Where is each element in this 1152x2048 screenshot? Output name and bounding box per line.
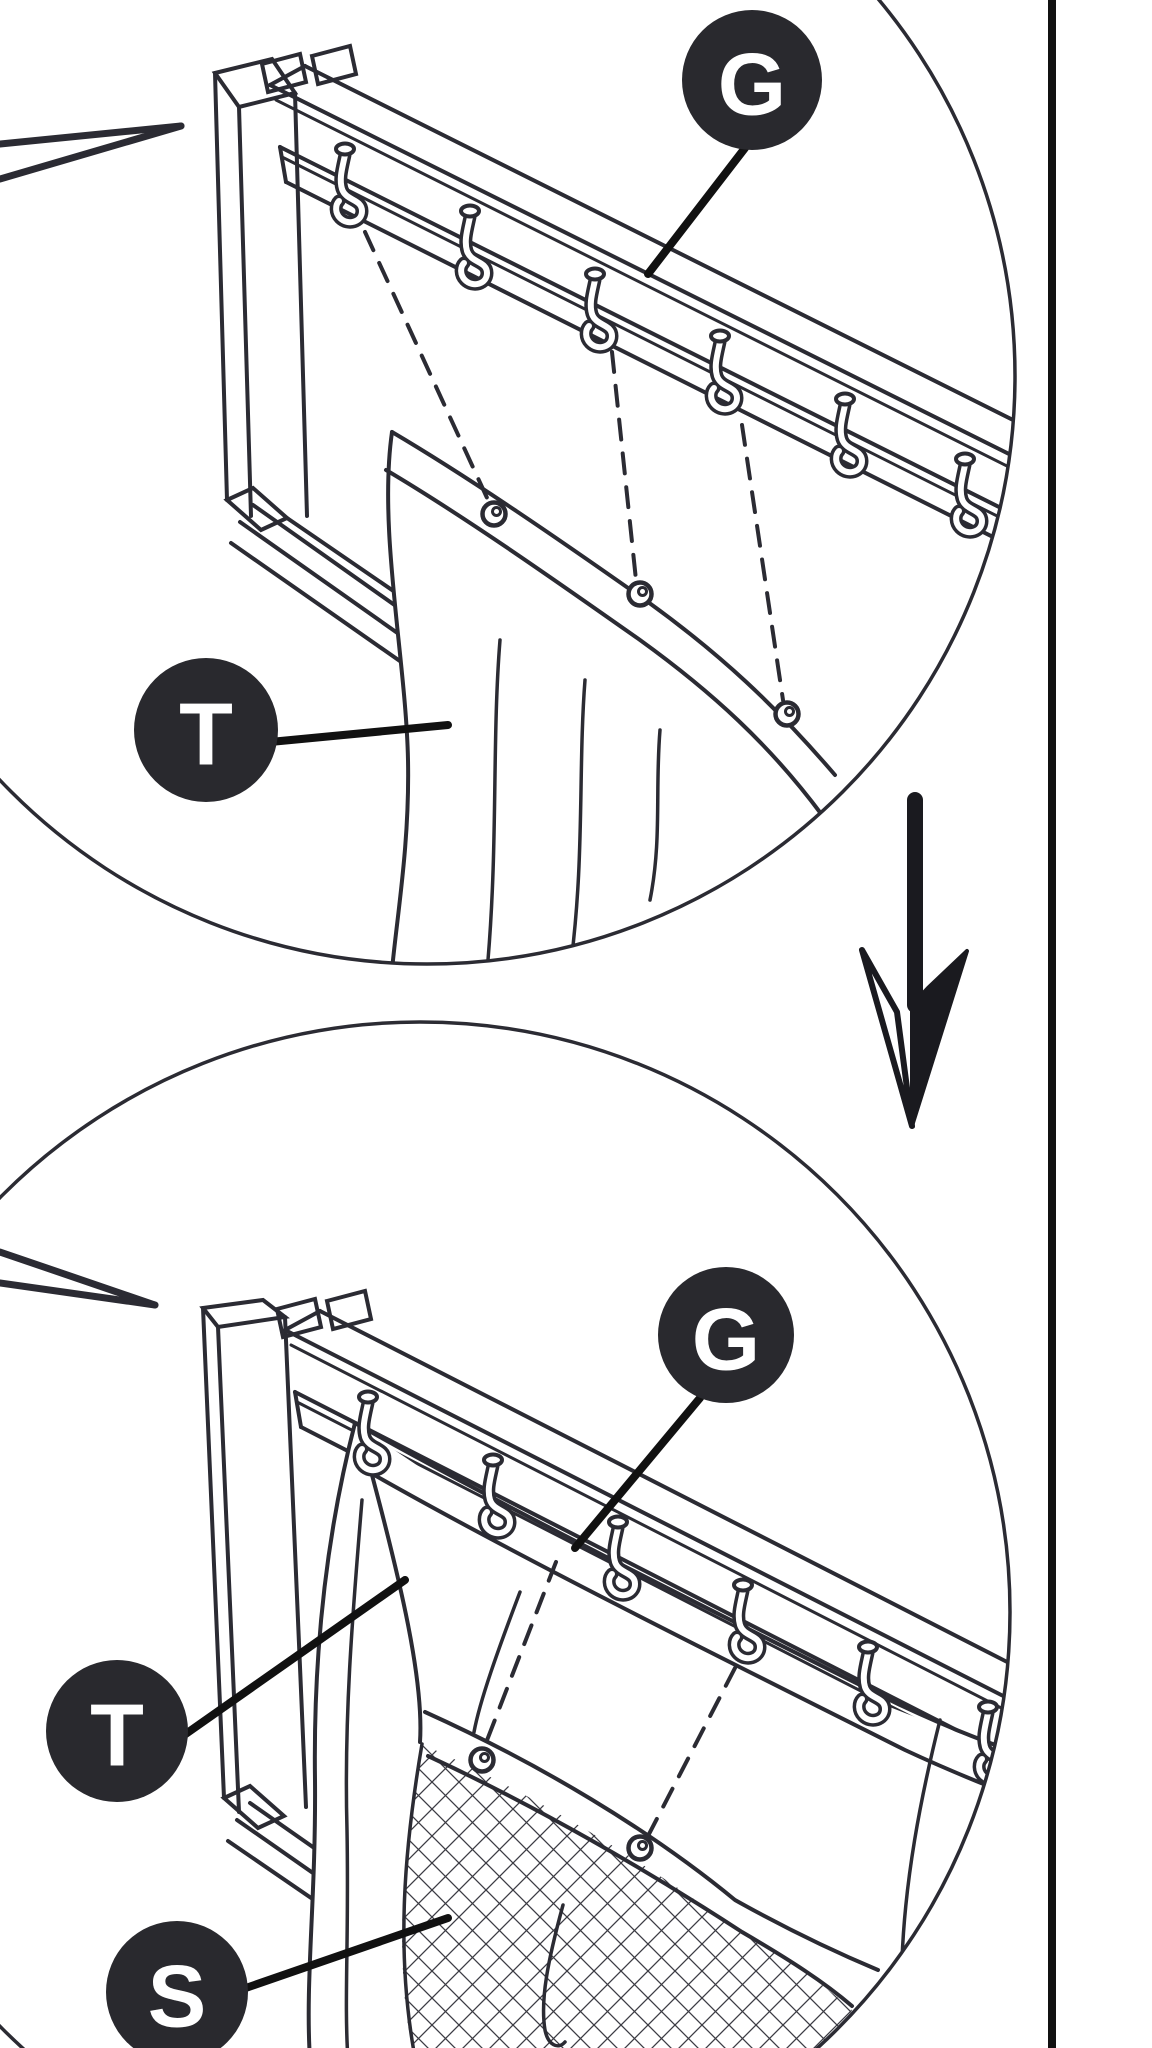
sheer-panel — [402, 1742, 852, 2048]
rail-clip — [309, 43, 359, 87]
curtain-fabric-top — [384, 430, 840, 964]
callout-pointer-top — [0, 122, 185, 183]
label-T-top: T — [134, 658, 452, 802]
rail-clip — [274, 1296, 324, 1340]
eyelet-icon — [629, 583, 652, 606]
callout-circle-top — [0, 0, 1017, 966]
label-S-bottom: S — [106, 1914, 452, 2048]
eyelet-icon — [776, 703, 799, 726]
label-T-bottom-text: T — [90, 1686, 144, 1785]
label-T-top-text: T — [179, 685, 233, 784]
label-G-bottom-text: G — [692, 1290, 760, 1389]
eyelet-icon — [483, 503, 506, 526]
eyelet-icon — [629, 1837, 652, 1860]
callout-circle-bottom — [0, 1020, 1012, 2048]
rail-clip — [324, 1288, 374, 1332]
label-G-top: G — [644, 10, 822, 278]
page-border-line — [1048, 0, 1056, 2048]
alignment-dashes-bottom — [482, 1560, 737, 1838]
label-G-bottom: G — [571, 1267, 794, 1552]
label-T-bottom: T — [46, 1576, 409, 1802]
detail-callout-top: G T — [0, 0, 1017, 966]
eyelet-band-bottom — [423, 1710, 880, 2008]
curtain-rail-top — [259, 43, 1015, 550]
label-S-bottom-text: S — [148, 1947, 207, 2046]
rail-clip — [259, 51, 309, 95]
callout-pointer-bottom — [0, 1248, 159, 1309]
eyelet-icon — [471, 1749, 494, 1772]
detail-callout-bottom: G T S — [0, 1020, 1012, 2048]
label-G-top-text: G — [718, 35, 786, 134]
alignment-dashes-top — [363, 230, 785, 702]
down-arrow-icon — [859, 792, 969, 1129]
